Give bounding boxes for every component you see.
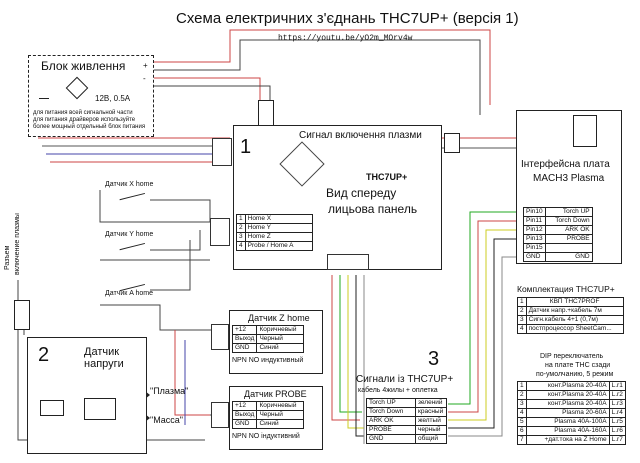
sensor-z-type: NPN NO индуктивный (232, 357, 304, 364)
power-supply-block: Блок живлення + - 12В, 0.5А для питания … (28, 55, 154, 137)
dip-title-2: на плате THC сзади (545, 362, 611, 369)
plasma-connector-icon (14, 300, 30, 330)
kit-title: Комплектация THC7UP+ (517, 284, 615, 294)
block1-number: 1 (240, 136, 252, 158)
connector-left-1 (212, 138, 232, 166)
block2-number: 2 (38, 344, 50, 366)
connector-left-2 (210, 218, 230, 246)
psu-note-3: более мощный отдельный блок питания (33, 124, 146, 130)
plasma-signal-label: Сигнал включення плазми (299, 130, 422, 141)
sensor-y-label: Датчик Y home (105, 231, 154, 238)
sensor-probe-type: NPN NO індуктивний (232, 433, 300, 440)
front-panel-label: лицьова панель (328, 202, 418, 216)
block3-number: 3 (428, 348, 440, 370)
sensor-probe-connector (211, 402, 229, 428)
psu-symbol (65, 76, 89, 100)
mass-terminal-label: "Масса" (150, 415, 183, 425)
model-label: THC7UP+ (366, 172, 408, 182)
sensor-z-title: Датчик Z home (248, 313, 310, 323)
psu-title: Блок живлення (41, 59, 126, 73)
dip-title-3: по-умолчанию, 5 режим (536, 371, 614, 378)
dip-title-1: DIP переключатель (540, 353, 604, 360)
psu-note-2: для питания драйверов используйте (33, 117, 136, 123)
psu-plus: + (143, 61, 148, 70)
voltage-sensor-title-2: напруги (84, 358, 124, 370)
plasma-connector-label-1: Разъем (4, 245, 11, 270)
connector-bottom (327, 254, 369, 270)
bridge-rectifier-icon (279, 141, 325, 187)
sensor-a-label: Датчик A home (105, 290, 153, 297)
sensor-probe-title: Датчик PROBE (244, 389, 307, 399)
plasma-terminal-label: "Плазма" (150, 386, 189, 396)
thc-unit-block: 1 Сигнал включення плазми THC7UP+ Вид сп… (233, 125, 442, 270)
psu-note-1: для питания всей сигнальной части (33, 110, 133, 116)
mach3-title-1: Інтерфейсна плата (521, 159, 610, 170)
mach3-relay-icon (573, 115, 597, 147)
mach3-title-2: MACH3 Plasma (533, 173, 605, 184)
voltage-sensor-block: 2 Датчик напруги (27, 337, 147, 454)
connector-top-2 (444, 133, 460, 153)
video-link[interactable]: https://youtu.be/yO2m_MOrv4w (278, 34, 413, 43)
plasma-connector-label-2: включение плазмы (14, 213, 21, 275)
sensor-z-connector (211, 324, 229, 350)
ground-icon (39, 98, 49, 107)
psu-minus: - (143, 74, 146, 83)
table-row: Pin15 (523, 243, 593, 253)
block3-title: Сигнали із THC7UP+ (356, 374, 454, 385)
block3-subtitle: кабель 4жилы + оплетка (358, 387, 438, 394)
relay-icon (40, 400, 64, 416)
voltage-sensor-title-1: Датчик (84, 346, 120, 358)
optocoupler-icon (84, 398, 116, 420)
diagram-title: Схема електричних з'єднань THC7UP+ (верс… (176, 10, 519, 27)
front-view-label: Вид спереду (326, 186, 397, 200)
psu-voltage: 12В, 0.5А (95, 94, 131, 103)
sensor-x-label: Датчик X home (105, 181, 154, 188)
